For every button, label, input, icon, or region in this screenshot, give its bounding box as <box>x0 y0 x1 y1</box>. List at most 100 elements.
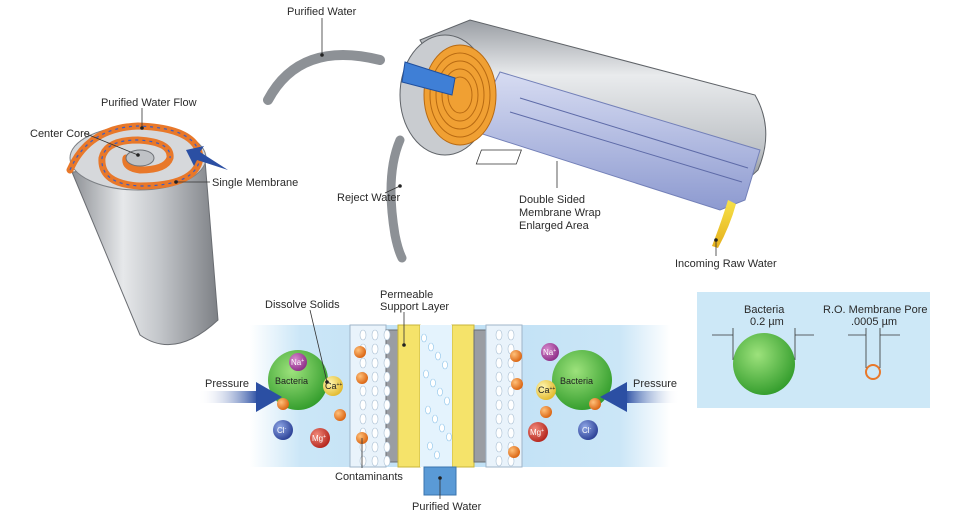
purified-water-top-label: Purified Water <box>287 6 357 18</box>
membrane-pore <box>495 385 503 397</box>
mg-ion-left <box>310 428 330 448</box>
membrane-pore <box>507 385 515 397</box>
contaminant-particle <box>511 378 523 390</box>
mg-ion-right-label: Mg+ <box>530 428 544 437</box>
contaminant-particle <box>540 406 552 418</box>
membrane-pores <box>359 329 515 467</box>
membrane-pore <box>495 343 503 355</box>
purified-water-hose <box>263 50 385 105</box>
membrane-pore <box>383 357 391 369</box>
water-droplet <box>442 360 448 370</box>
left-particles: Bacteria Na+ Ca++ Cl- Mg+ <box>268 346 368 448</box>
water-droplet <box>439 423 445 433</box>
membrane-pore <box>495 371 503 383</box>
bacteria-size-label: 0.2 µm <box>750 316 784 328</box>
mg-ion-right <box>528 422 548 442</box>
pressure-arrow-right <box>600 382 680 412</box>
water-droplets <box>421 333 452 460</box>
membrane-pore <box>359 455 367 467</box>
membrane-pore <box>371 413 379 425</box>
membrane-pore <box>359 385 367 397</box>
membrane-pore <box>495 413 503 425</box>
reject-water-label: Reject Water <box>337 192 401 204</box>
single-membrane-dot <box>174 180 178 184</box>
membrane-pore <box>495 455 503 467</box>
center-tube-blue <box>401 61 456 96</box>
bacteria-left <box>268 350 328 410</box>
membrane-pore <box>371 357 379 369</box>
membrane-roll-illustration <box>66 122 228 346</box>
membrane-pore <box>371 329 379 341</box>
na-ion-right-label: Na+ <box>543 348 556 357</box>
bacteria-left-label: Bacteria <box>275 376 308 386</box>
membrane-pore <box>507 329 515 341</box>
cl-ion-right-label: Cl- <box>582 426 592 435</box>
spiral-membrane-cross-section <box>423 44 497 146</box>
reject-water-hose <box>386 135 407 263</box>
water-droplet <box>425 405 431 415</box>
support-layer-left <box>397 324 421 468</box>
membrane-pore <box>383 441 391 453</box>
center-core-label: Center Core <box>30 128 90 140</box>
bacteria-right-label: Bacteria <box>560 376 593 386</box>
pressure-right-label: Pressure <box>633 378 677 390</box>
water-droplet <box>427 441 433 451</box>
membrane-wrap-layer <box>509 111 743 183</box>
double-sided-label-2: Membrane Wrap <box>519 207 601 219</box>
water-droplet <box>430 378 436 388</box>
center-core-dot <box>136 153 140 157</box>
membrane-roll-tube <box>71 159 219 346</box>
membrane-cross-section <box>250 324 670 496</box>
contaminant-particle <box>510 350 522 362</box>
membrane-pore <box>371 441 379 453</box>
contaminant-particle <box>354 346 366 358</box>
bacteria-size-circle <box>733 333 795 395</box>
pore-size-label: .0005 µm <box>851 316 897 328</box>
reject-water-dot <box>398 184 402 188</box>
incoming-raw-water-stream <box>712 200 736 248</box>
membrane-pore <box>359 357 367 369</box>
membrane-pore <box>507 427 515 439</box>
water-droplet <box>434 450 440 460</box>
membrane-pore <box>495 441 503 453</box>
dissolve-solids-label: Dissolve Solids <box>265 299 340 311</box>
right-particles: Bacteria Na+ Ca++ Cl- Mg+ <box>508 343 612 458</box>
contaminants-label: Contaminants <box>335 471 403 483</box>
membrane-pore <box>383 455 391 467</box>
flow-arrow-icon <box>186 146 228 170</box>
enlarged-area-marker <box>475 149 522 165</box>
contaminant-particle <box>589 398 601 410</box>
flow-dot <box>140 126 144 130</box>
membrane-pore <box>371 427 379 439</box>
contaminant-particle <box>277 398 289 410</box>
membrane-pore <box>507 371 515 383</box>
contaminant-particle <box>508 446 520 458</box>
permeable-dot <box>402 343 406 347</box>
membrane-pore <box>371 343 379 355</box>
contaminant-particle <box>356 372 368 384</box>
membrane-pore <box>371 371 379 383</box>
na-ion-left <box>289 353 307 371</box>
purified-water-flow-label: Purified Water Flow <box>101 97 197 109</box>
membrane-pore <box>383 329 391 341</box>
cl-ion-left-label: Cl- <box>277 426 287 435</box>
water-droplet <box>444 396 450 406</box>
ca-ion-left-label: Ca++ <box>325 381 342 391</box>
pore-compare-label: R.O. Membrane Pore <box>823 304 928 316</box>
membrane-pore <box>495 357 503 369</box>
membrane-pore <box>383 413 391 425</box>
water-droplet <box>421 333 427 343</box>
pressure-left-label: Pressure <box>205 378 249 390</box>
permeable-label-2: Support Layer <box>380 301 449 313</box>
membrane-pore <box>495 329 503 341</box>
single-membrane-label: Single Membrane <box>212 177 298 189</box>
contaminant-particle <box>334 409 346 421</box>
permeable-label-1: Permeable <box>380 289 433 301</box>
ca-ion-right-label: Ca++ <box>538 385 555 395</box>
double-sided-label-3: Enlarged Area <box>519 220 590 232</box>
water-droplet <box>435 351 441 361</box>
membrane-pore <box>371 455 379 467</box>
porous-layer-left <box>349 324 387 468</box>
water-droplet <box>428 342 434 352</box>
membrane-pore <box>383 371 391 383</box>
